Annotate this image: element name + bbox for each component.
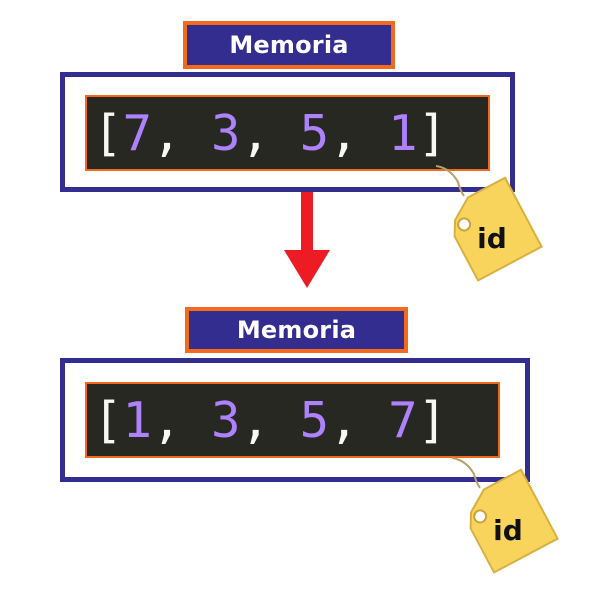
list-after: [1, 3, 5, 7]	[85, 382, 500, 458]
list-value: 3	[211, 391, 241, 449]
list-value: 1	[388, 104, 418, 162]
close-bracket: ]	[417, 104, 448, 162]
separator: ,	[240, 391, 300, 449]
id-tag-label: id	[477, 222, 507, 255]
memory-label-before: Memoria	[183, 21, 395, 69]
list-value: 5	[299, 104, 330, 162]
list-value: 1	[122, 391, 153, 449]
id-tag-label: id	[493, 514, 523, 547]
memory-after-panel: Memoria [1, 3, 5, 7] id	[0, 290, 600, 589]
memory-label-after: Memoria	[185, 307, 408, 353]
close-bracket: ]	[417, 391, 448, 449]
id-tag-before: id	[435, 165, 543, 282]
transform-arrow	[284, 192, 330, 288]
separator: ,	[329, 104, 389, 162]
list-value: 5	[299, 391, 330, 449]
open-bracket: [	[93, 104, 123, 162]
list-value: 7	[388, 391, 418, 449]
separator: ,	[152, 104, 212, 162]
list-value: 7	[122, 104, 153, 162]
separator: ,	[240, 104, 300, 162]
separator: ,	[152, 391, 212, 449]
list-before: [7, 3, 5, 1]	[85, 95, 490, 171]
id-tag-after: id	[451, 457, 559, 574]
list-value: 3	[211, 104, 241, 162]
separator: ,	[329, 391, 389, 449]
open-bracket: [	[93, 391, 123, 449]
memory-before-panel: Memoria [7, 3, 5, 1] id	[0, 0, 600, 290]
